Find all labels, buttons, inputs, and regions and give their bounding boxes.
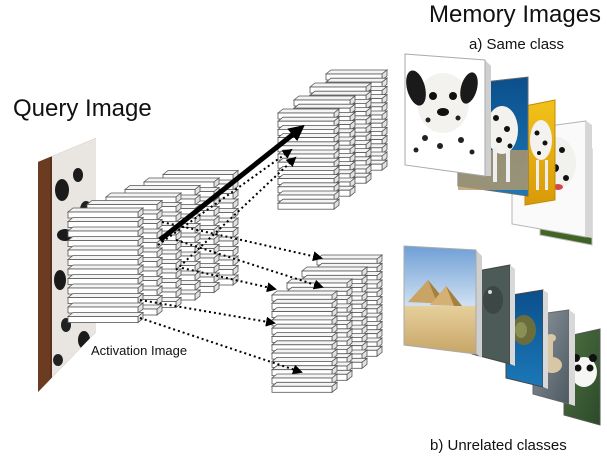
layer-slab	[123, 184, 202, 197]
layer-slab	[292, 95, 357, 107]
layer-slab	[276, 149, 341, 161]
layer-slab	[66, 254, 145, 267]
layer-slab	[66, 245, 145, 257]
dotted-arrow	[175, 156, 297, 271]
layer-slab	[270, 356, 339, 369]
layer-slab	[66, 207, 145, 219]
dotted-arrow	[161, 221, 323, 262]
layer-slab	[315, 254, 384, 266]
dotted-arrow	[181, 267, 277, 293]
activation-image-label: Activation Image	[91, 343, 188, 358]
same-class-activation-stack	[276, 69, 389, 211]
layer-slab	[85, 199, 164, 212]
layer-slab	[270, 290, 339, 302]
layer-slab	[66, 264, 145, 276]
layer-slab	[66, 311, 145, 324]
layer-slab	[66, 216, 145, 229]
dotted-arrow	[157, 148, 293, 246]
layer-slab	[270, 381, 339, 394]
pyramids-icon	[403, 245, 482, 358]
layer-slab	[66, 283, 145, 295]
layer-slab	[142, 177, 221, 189]
query-image-title: Query Image	[13, 95, 152, 122]
layer-slab	[270, 348, 339, 360]
layer-slab	[66, 226, 145, 238]
connection-arrows	[139, 125, 324, 375]
layer-slab	[276, 198, 341, 211]
strong-arrow	[158, 125, 305, 242]
layer-slab	[276, 181, 341, 194]
layer-slab	[161, 169, 240, 182]
dalmatian-yellow-bg-icon	[524, 99, 556, 206]
same-class-label: a) Same class	[469, 36, 565, 53]
layer-slab	[66, 302, 145, 314]
layer-slab	[300, 266, 369, 278]
unrelated-classes-label: b) Unrelated classes	[430, 437, 567, 454]
same-class-images	[404, 53, 593, 246]
layer-slab	[276, 116, 341, 129]
layer-slab	[276, 173, 341, 186]
unrelated-activation-stack	[270, 254, 384, 394]
dotted-arrow	[139, 317, 303, 375]
unrelated-class-images	[403, 245, 601, 426]
layer-slab	[66, 273, 145, 286]
layer-slab	[66, 235, 145, 248]
layer-slab	[66, 292, 145, 305]
dalmatian-face-icon	[404, 53, 491, 177]
query-activation-stack	[66, 169, 240, 324]
dotted-arrow	[175, 239, 324, 290]
turtle-icon	[505, 289, 548, 389]
layer-slab	[276, 108, 341, 120]
memory-images-title: Memory Images	[429, 1, 602, 28]
